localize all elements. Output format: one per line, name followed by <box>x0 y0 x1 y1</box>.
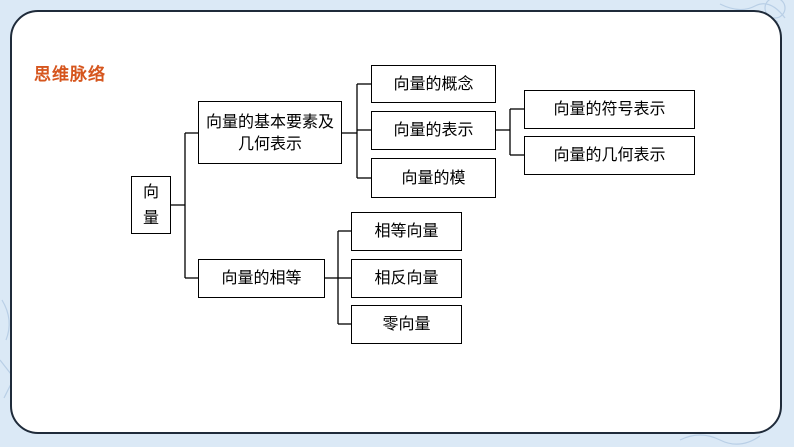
leaf-label: 向量的概念 <box>393 73 474 93</box>
root-label: 向量 <box>142 182 159 227</box>
branch-label: 向量的基本要素及几何表示 <box>205 111 334 153</box>
leaf-node-equal-vectors: 相等向量 <box>351 212 462 251</box>
leaf-node-concept: 向量的概念 <box>371 65 496 103</box>
section-title: 思维脉络 <box>34 65 106 85</box>
branch-node-basic-elements: 向量的基本要素及几何表示 <box>198 101 342 164</box>
leaf-label: 相反向量 <box>374 268 439 288</box>
branch-node-equality: 向量的相等 <box>198 259 325 298</box>
leaf-node-geometric-representation: 向量的几何表示 <box>524 136 695 175</box>
branch-label: 向量的相等 <box>221 268 302 288</box>
leaf-node-zero-vector: 零向量 <box>351 305 462 344</box>
leaf-label: 向量的表示 <box>393 120 474 140</box>
leaf-label: 向量的模 <box>401 167 466 187</box>
root-node: 向量 <box>131 176 171 234</box>
leaf-node-representation: 向量的表示 <box>371 111 496 150</box>
leaf-label: 零向量 <box>382 314 431 334</box>
leaf-node-opposite-vectors: 相反向量 <box>351 259 462 298</box>
leaf-label: 向量的符号表示 <box>553 99 666 119</box>
leaf-label: 向量的几何表示 <box>553 145 666 165</box>
leaf-node-magnitude: 向量的模 <box>371 158 496 198</box>
leaf-label: 相等向量 <box>374 221 439 241</box>
leaf-node-symbol-representation: 向量的符号表示 <box>524 90 695 129</box>
